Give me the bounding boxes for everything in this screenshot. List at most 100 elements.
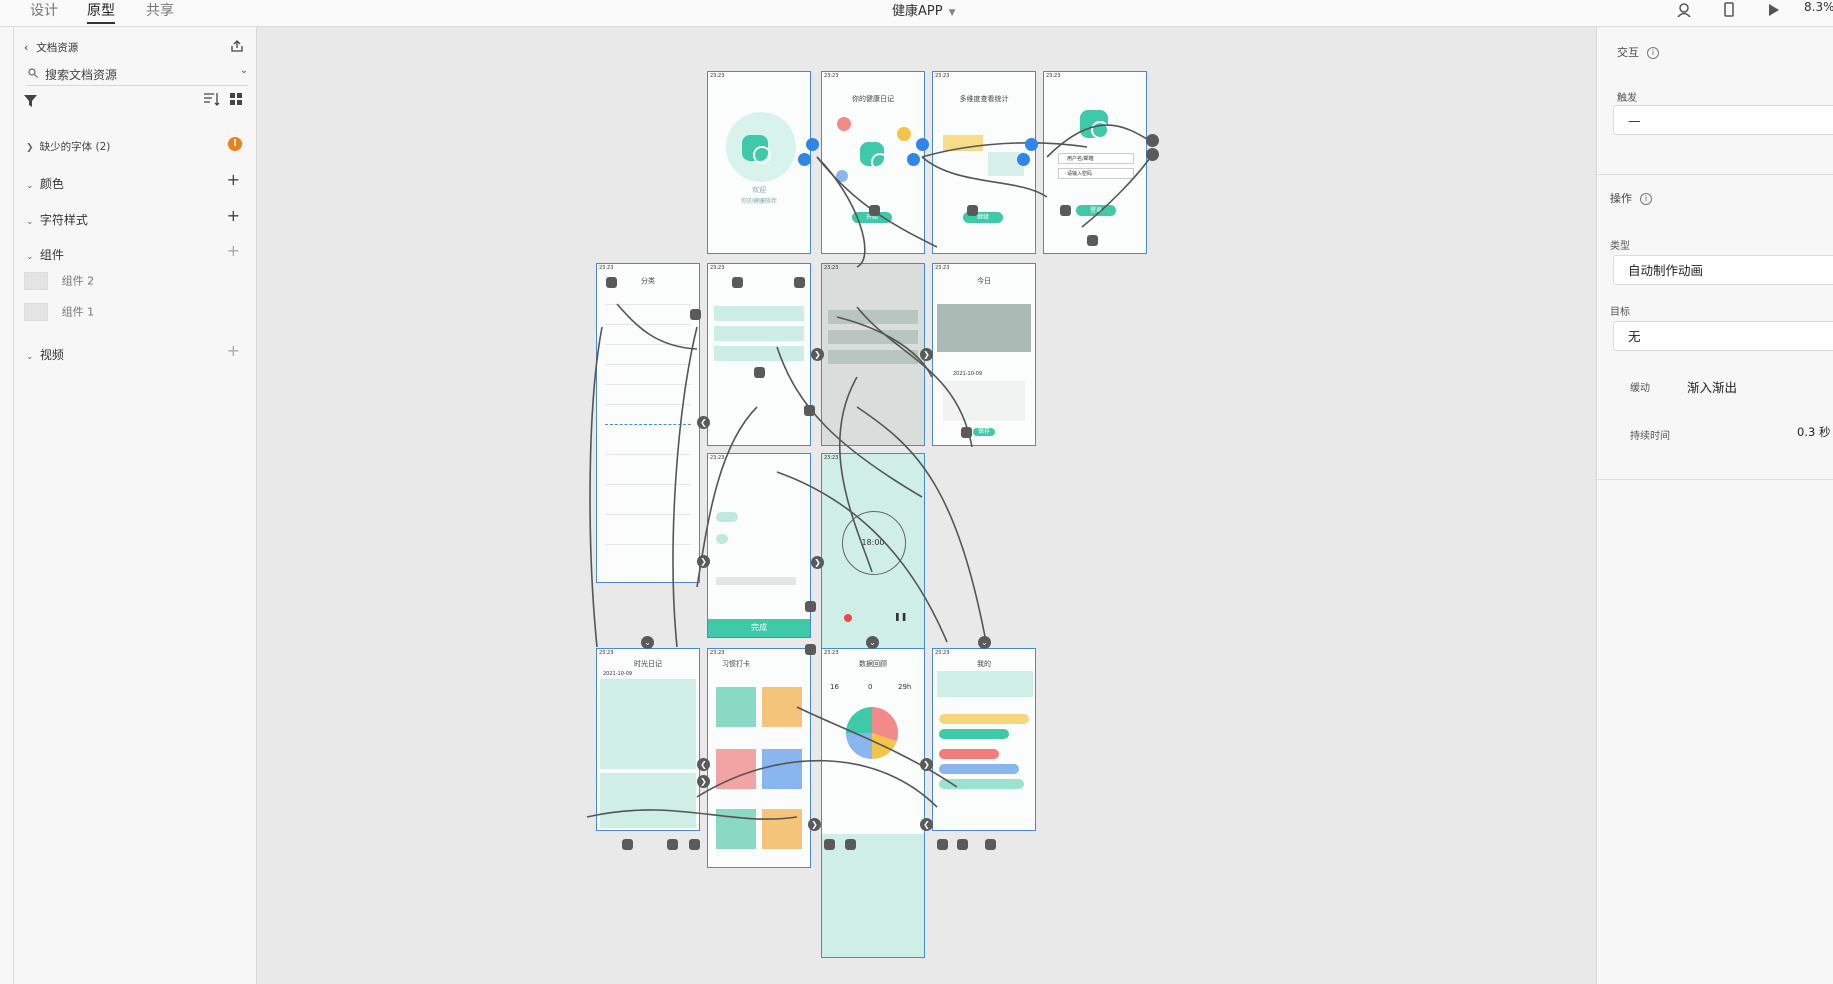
prev-arrow[interactable]: ❮ <box>697 416 710 429</box>
info-icon[interactable]: i <box>1647 47 1659 59</box>
next-arrow[interactable]: ❯ <box>697 555 710 568</box>
wire-node[interactable] <box>869 205 880 216</box>
add-char-style-icon[interactable]: + <box>226 206 240 225</box>
back-to-assets[interactable]: ‹ 文档资源 <box>24 40 78 55</box>
info-icon[interactable]: i <box>1640 193 1652 205</box>
tab-design[interactable]: 设计 <box>30 3 58 19</box>
artboard-intro-1[interactable]: 23:23 你的健康日记 开始 <box>821 71 925 254</box>
type-select[interactable]: 自动制作动画 <box>1613 255 1833 285</box>
colors-section[interactable]: ⌄ 颜色 <box>26 175 64 192</box>
add-component-icon[interactable]: + <box>226 241 240 260</box>
wire-node[interactable] <box>732 277 743 288</box>
export-icon[interactable] <box>230 38 244 57</box>
continue-button[interactable]: 继续 <box>963 212 1003 223</box>
start-button[interactable]: 开始 <box>852 212 892 223</box>
artboard-mine[interactable]: 23:23 我的 <box>932 648 1036 831</box>
document-title[interactable]: 健康APP▼ <box>892 0 956 19</box>
collapse-icon[interactable]: ⌄ <box>978 636 991 649</box>
prev-arrow[interactable]: ❮ <box>697 758 710 771</box>
option-chip[interactable] <box>716 534 728 544</box>
missing-fonts-row[interactable]: ❯ 缺少的字体 (2) <box>26 139 110 154</box>
wire-node[interactable] <box>824 839 835 850</box>
tab-prototype[interactable]: 原型 <box>87 0 115 24</box>
artboard-login[interactable]: 23:23 用户名/邮箱 请输入密码 登录 <box>1043 71 1147 254</box>
device-preview-icon[interactable] <box>1724 2 1734 21</box>
wire-node[interactable] <box>606 277 617 288</box>
habit-card[interactable] <box>716 687 756 727</box>
record-icon[interactable] <box>844 614 852 622</box>
wire-node[interactable] <box>845 839 856 850</box>
artboard-habit-grid[interactable]: 23:23 习惯打卡 <box>707 648 811 868</box>
components-section[interactable]: ⌄ 组件 <box>26 246 64 263</box>
habit-card[interactable] <box>762 809 802 849</box>
calendar-grid[interactable] <box>600 679 696 769</box>
wire-node[interactable] <box>967 205 978 216</box>
target-select[interactable]: 无 <box>1613 321 1833 351</box>
video-section[interactable]: ⌄ 视频 <box>26 346 64 363</box>
artboard-habits-list[interactable]: 23:23 <box>707 263 811 446</box>
habit-card[interactable] <box>762 749 802 789</box>
wire-handle[interactable] <box>1025 138 1038 151</box>
habit-card[interactable] <box>762 687 802 727</box>
wire-handle[interactable] <box>1146 148 1159 161</box>
login-button[interactable]: 登录 <box>1076 205 1116 216</box>
trigger-select[interactable]: — <box>1613 105 1833 135</box>
wire-node[interactable] <box>805 644 816 655</box>
next-arrow[interactable]: ❯ <box>811 348 824 361</box>
easing-select[interactable]: 渐入渐出 <box>1687 380 1738 395</box>
tab-share[interactable]: 共享 <box>146 3 174 19</box>
artboard-stats[interactable]: 23:23 数据回顾 16 0 29h <box>821 648 925 958</box>
menu-bar[interactable] <box>939 714 1029 724</box>
wire-node[interactable] <box>667 839 678 850</box>
next-arrow[interactable]: ❯ <box>808 818 821 831</box>
wire-node[interactable] <box>690 309 701 320</box>
save-button[interactable]: 保存 <box>973 428 995 436</box>
wire-node[interactable] <box>689 839 700 850</box>
text-input[interactable] <box>716 577 796 585</box>
add-color-icon[interactable]: + <box>226 170 240 189</box>
artboard-welcome[interactable]: 23:23 欢迎 你的健康陪伴 <box>707 71 811 254</box>
prev-arrow[interactable]: ❮ <box>920 818 933 831</box>
next-arrow[interactable]: ❯ <box>920 758 933 771</box>
next-arrow[interactable]: ❯ <box>697 775 710 788</box>
wire-handle[interactable] <box>907 153 920 166</box>
wire-node[interactable] <box>937 839 948 850</box>
menu-bar[interactable] <box>939 779 1024 789</box>
artboard-calendar[interactable]: 23:23 时光日记 2021-10-09 <box>596 648 700 831</box>
wire-handle[interactable] <box>806 138 819 151</box>
menu-bar[interactable] <box>939 749 999 759</box>
wire-node[interactable] <box>794 277 805 288</box>
artboard-edit-habit[interactable]: 23:23 完成 <box>707 453 811 638</box>
menu-bar[interactable] <box>939 764 1019 774</box>
char-styles-section[interactable]: ⌄ 字符样式 <box>26 211 88 228</box>
option-chip[interactable] <box>716 512 738 522</box>
wire-handle[interactable] <box>916 138 929 151</box>
component-item[interactable]: 组件 2 <box>24 272 94 290</box>
search-input[interactable]: 搜索文档资源 <box>45 68 118 82</box>
password-field[interactable]: 请输入密码 <box>1058 168 1134 179</box>
username-field[interactable]: 用户名/邮箱 <box>1058 153 1134 164</box>
wire-handle[interactable] <box>1017 153 1030 166</box>
collapse-icon[interactable]: ⌄ <box>641 636 654 649</box>
wire-node[interactable] <box>805 601 816 612</box>
wire-node[interactable] <box>622 839 633 850</box>
done-button[interactable]: 完成 <box>708 619 810 637</box>
wire-handle[interactable] <box>798 153 811 166</box>
duration-input[interactable]: 0.3 秒 <box>1797 425 1831 439</box>
wire-node[interactable] <box>957 839 968 850</box>
artboard-today[interactable]: 23:23 今日 2021-10-09 保存 <box>932 263 1036 446</box>
wire-handle[interactable] <box>1146 134 1159 147</box>
pause-icon[interactable]: ❚❚ <box>894 612 908 621</box>
collapse-icon[interactable]: ⌄ <box>866 636 879 649</box>
wire-node[interactable] <box>754 367 765 378</box>
filter-icon[interactable] <box>24 92 37 111</box>
chevron-down-icon[interactable]: ⌄ <box>239 65 248 76</box>
note-area[interactable] <box>943 381 1025 421</box>
next-arrow[interactable]: ❯ <box>920 348 933 361</box>
artboard-habits-dim[interactable]: 23:23 <box>821 263 925 446</box>
next-arrow[interactable]: ❯ <box>811 556 824 569</box>
zoom-level[interactable]: 8.3% <box>1804 0 1833 14</box>
menu-bar[interactable] <box>939 729 1009 739</box>
wire-node[interactable] <box>985 839 996 850</box>
artboard-category[interactable]: 23:23 分类 <box>596 263 700 583</box>
